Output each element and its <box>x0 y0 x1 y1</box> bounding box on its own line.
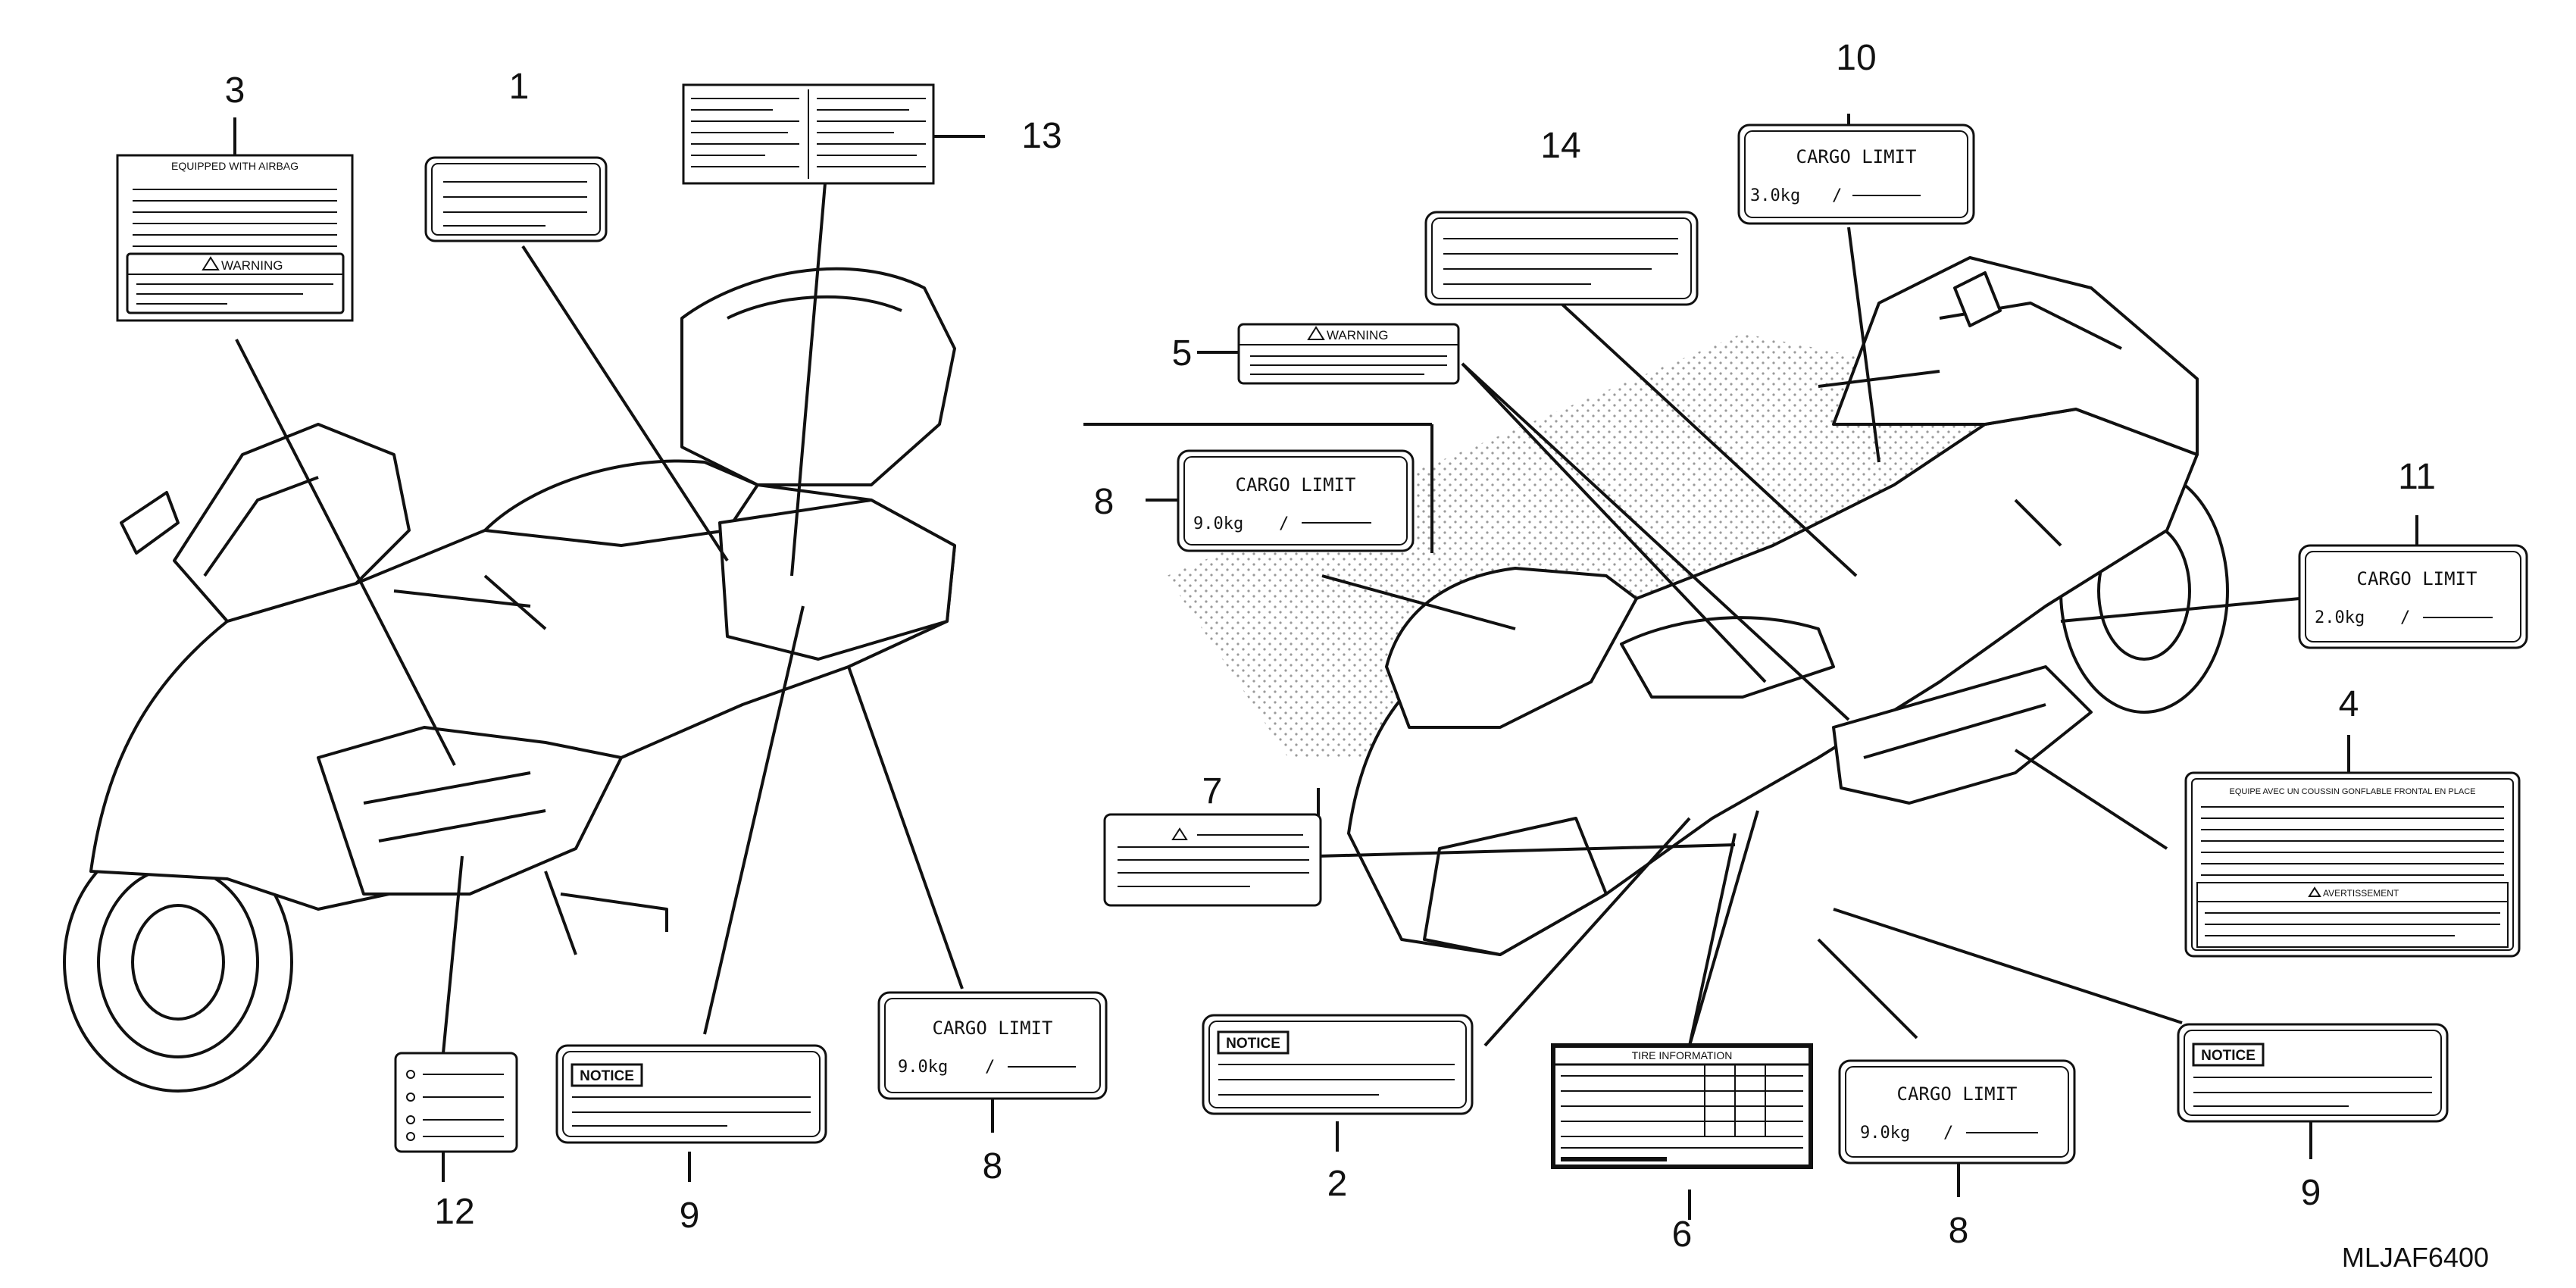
callout-9-left: 9 <box>680 1196 700 1236</box>
cargo-limit-middle-slash: / <box>1279 514 1289 533</box>
callout-3: 3 <box>225 70 245 111</box>
cargo-limit-left-slash: / <box>985 1058 995 1077</box>
callout-14: 14 <box>1540 126 1580 166</box>
motorcycle-left-illustration <box>63 267 956 1093</box>
label-5-warning: WARNING <box>1237 323 1460 385</box>
callout-11: 11 <box>2398 457 2436 497</box>
cargo-limit-11-value: 2.0kg <box>2315 608 2365 627</box>
cargo-limit-11-slash: / <box>2400 608 2410 627</box>
label-8-cargo-middle: CARGO LIMIT 9.0kg / <box>1177 449 1415 552</box>
callout-2: 2 <box>1327 1164 1348 1204</box>
callout-12: 12 <box>434 1192 474 1232</box>
label-11-cargo: CARGO LIMIT 2.0kg / <box>2298 544 2528 649</box>
callout-13: 13 <box>1021 116 1061 156</box>
ground-shadow-dots <box>1167 333 2046 758</box>
callout-9-right: 9 <box>2301 1173 2321 1213</box>
warning-5-text: WARNING <box>1327 328 1389 342</box>
motorcycle-right-illustration <box>1167 256 2229 956</box>
callout-1: 1 <box>509 67 530 107</box>
label-2-notice: NOTICE <box>1202 1014 1474 1115</box>
callout-8-left: 8 <box>983 1146 1003 1186</box>
callout-6: 6 <box>1672 1215 1693 1255</box>
label-3-airbag-warning: EQUIPPED WITH AIRBAG WARNING <box>116 154 354 322</box>
cargo-limit-right-slash: / <box>1943 1124 1953 1143</box>
cargo-limit-left-value: 9.0kg <box>898 1058 948 1077</box>
cargo-limit-middle-value: 9.0kg <box>1193 514 1243 533</box>
callout-5: 5 <box>1172 333 1193 374</box>
label-10-cargo: CARGO LIMIT 3.0kg / <box>1737 123 1975 225</box>
airbag-warning-text: WARNING <box>221 258 283 273</box>
label-6-tire-information: TIRE INFORMATION <box>1551 1043 1813 1169</box>
cargo-limit-10-slash: / <box>1832 186 1842 205</box>
cargo-limit-right-value: 9.0kg <box>1860 1124 1910 1143</box>
label-13 <box>682 83 935 185</box>
label-4-airbag-french: EQUIPE AVEC UN COUSSIN GONFLABLE FRONTAL… <box>2184 771 2521 958</box>
label-9-notice-right: NOTICE <box>2177 1023 2449 1123</box>
airbag-header-text: EQUIPPED WITH AIRBAG <box>171 160 299 172</box>
tire-info-text: TIRE INFORMATION <box>1632 1049 1733 1061</box>
notice-2-text: NOTICE <box>1226 1036 1280 1052</box>
label-9-notice-left: NOTICE <box>555 1044 827 1144</box>
notice-right-text: NOTICE <box>2201 1048 2256 1064</box>
diagram-code: MLJAF6400 <box>2342 1242 2489 1273</box>
cargo-limit-left-title: CARGO LIMIT <box>933 1018 1053 1039</box>
cargo-limit-10-title: CARGO LIMIT <box>1796 146 1917 167</box>
callout-7: 7 <box>1202 771 1223 811</box>
notice-left-text: NOTICE <box>580 1068 634 1084</box>
label-8-cargo-left: CARGO LIMIT 9.0kg / <box>877 991 1108 1100</box>
label-1 <box>424 156 608 242</box>
cargo-limit-11-title: CARGO LIMIT <box>2357 568 2478 589</box>
label-12 <box>394 1052 518 1153</box>
avertissement-text: AVERTISSEMENT <box>2323 888 2399 899</box>
cargo-limit-10-value: 3.0kg <box>1750 186 1800 205</box>
label-7 <box>1103 813 1322 907</box>
label-14 <box>1424 211 1699 306</box>
airbag-french-header-text: EQUIPE AVEC UN COUSSIN GONFLABLE FRONTAL… <box>2230 787 2476 796</box>
callout-8-middle: 8 <box>1094 482 1114 522</box>
callout-numbers: 3 1 13 12 9 8 14 10 5 8 11 4 7 2 6 8 9 <box>225 38 2436 1255</box>
label-8-cargo-right: CARGO LIMIT 9.0kg / <box>1838 1059 2076 1165</box>
callout-4: 4 <box>2339 684 2359 724</box>
callout-8-right: 8 <box>1949 1211 1969 1251</box>
cargo-limit-middle-title: CARGO LIMIT <box>1236 474 1356 496</box>
cargo-limit-right-title: CARGO LIMIT <box>1897 1083 2018 1105</box>
leader-lines <box>233 114 2418 1220</box>
callout-10: 10 <box>1836 38 1876 78</box>
